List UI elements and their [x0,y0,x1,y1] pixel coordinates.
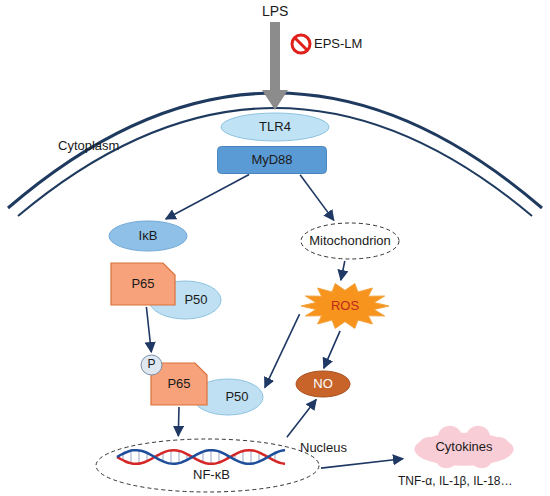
nucleus-ellipse-outline [95,438,320,493]
compartment-label: Nucleus [300,441,347,456]
signal-arrow [341,261,345,280]
receptor-ellipse: TLR4 [220,112,330,142]
node-label: P50 [225,390,248,405]
signal-arrow [324,331,340,368]
protein-ellipse: IκB [108,220,188,252]
node-label: NO [313,377,333,392]
factor-label: NF-κB [193,468,230,483]
cytokine-list: TNF-α, IL-1β, IL-18… [398,474,513,488]
node-label: P65 [131,277,154,292]
phosphate-circle: P [140,354,163,376]
inhibition-sign [292,35,310,53]
node-label: ROS [331,299,359,314]
node-label: Mitochondrion [309,234,391,249]
signal-arrow [287,400,316,438]
cell-membrane-outer [8,93,542,208]
signal-arrow [265,314,300,387]
node-label: TLR4 [259,120,291,135]
subunit-box: P65 [110,262,176,306]
node-label: IκB [139,229,158,244]
signal-arrow [166,174,249,219]
ros-burst: ROS [300,282,390,330]
node-label: Cytokines [435,440,492,455]
organelle-ellipse: Mitochondrion [300,222,400,260]
lps-arrow-head [262,90,288,110]
signal-arrow [321,459,403,468]
cell-membrane-inner [18,108,532,216]
node-label: P65 [167,377,190,392]
node-label: P50 [184,293,207,308]
nucleus-ellipse: NucleusNF-κB [95,438,320,493]
signal-arrow [177,407,179,436]
adaptor-box: MyD88 [217,146,327,174]
lps-arrow-shaft [270,22,280,92]
dna-helix [117,450,285,464]
inhibitor-label: EPS-LM [314,36,362,51]
node-label: P [147,358,155,372]
input-label: LPS [262,3,288,19]
signal-arrow [300,175,334,221]
product-ellipse: NO [295,370,351,398]
region-label: Cytoplasm [58,138,119,153]
node-label: MyD88 [251,153,292,168]
cytokine-cloud: Cytokines [405,424,523,470]
signal-arrow [146,307,151,352]
